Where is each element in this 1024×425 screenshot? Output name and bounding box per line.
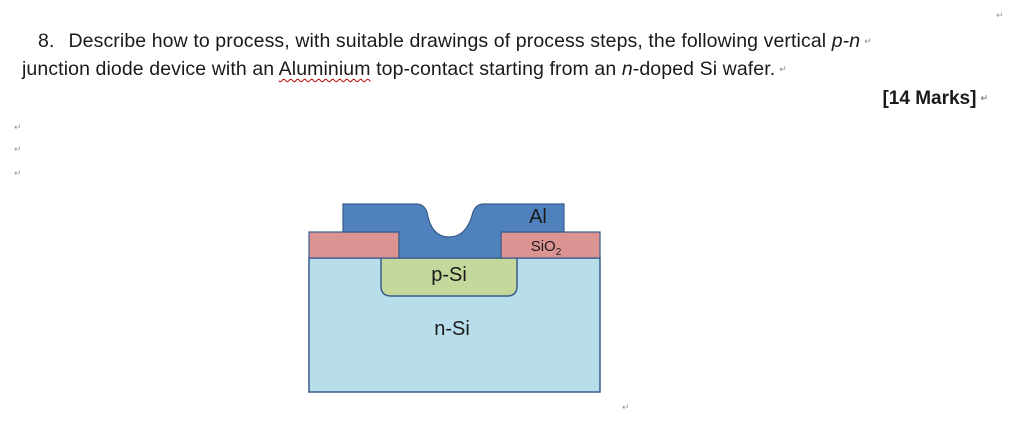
question-text-pn-italic: p-n bbox=[831, 30, 861, 52]
sio2-label-base: SiO bbox=[531, 238, 556, 255]
marks-text: [14 Marks] bbox=[882, 88, 977, 109]
paragraph-mark-icon: ↵ bbox=[14, 122, 22, 132]
question-line-2: junction diode device with an Aluminium … bbox=[22, 58, 787, 81]
paragraph-mark-icon: ↵ bbox=[996, 10, 1004, 20]
aluminium-contact bbox=[342, 203, 565, 259]
al-label: Al bbox=[529, 206, 547, 228]
n-si-label: n-Si bbox=[434, 318, 470, 340]
paragraph-mark-icon: ↵ bbox=[622, 402, 630, 412]
question-text-part-3: top-contact starting from an bbox=[370, 58, 622, 80]
question-text-part-4: -doped Si wafer. bbox=[632, 58, 776, 80]
pn-diode-cross-section: Al SiO2 p-Si n-Si bbox=[308, 203, 601, 393]
paragraph-mark-icon: ↵ bbox=[14, 168, 22, 178]
p-si-region bbox=[380, 257, 518, 297]
sio2-label-subscript: 2 bbox=[556, 247, 562, 258]
paragraph-mark-icon: ↵ bbox=[779, 64, 787, 75]
question-text-aluminium: Aluminium bbox=[278, 58, 371, 80]
question-line-1: 8. Describe how to process, with suitable… bbox=[38, 30, 872, 53]
question-text-part-1: Describe how to process, with suitable d… bbox=[68, 30, 832, 52]
sio2-label: SiO2 bbox=[531, 238, 562, 258]
paragraph-mark-icon: ↵ bbox=[864, 36, 872, 47]
question-text-n-italic: n bbox=[621, 58, 633, 80]
marks-label: [14 Marks]↵ bbox=[882, 88, 988, 110]
question-text-part-2: junction diode device with an bbox=[22, 58, 279, 80]
p-si-label: p-Si bbox=[431, 264, 467, 286]
paragraph-mark-icon: ↵ bbox=[14, 144, 22, 154]
paragraph-mark-icon: ↵ bbox=[980, 93, 988, 104]
question-number: 8. bbox=[38, 30, 55, 52]
sio2-layer-left bbox=[308, 231, 400, 259]
